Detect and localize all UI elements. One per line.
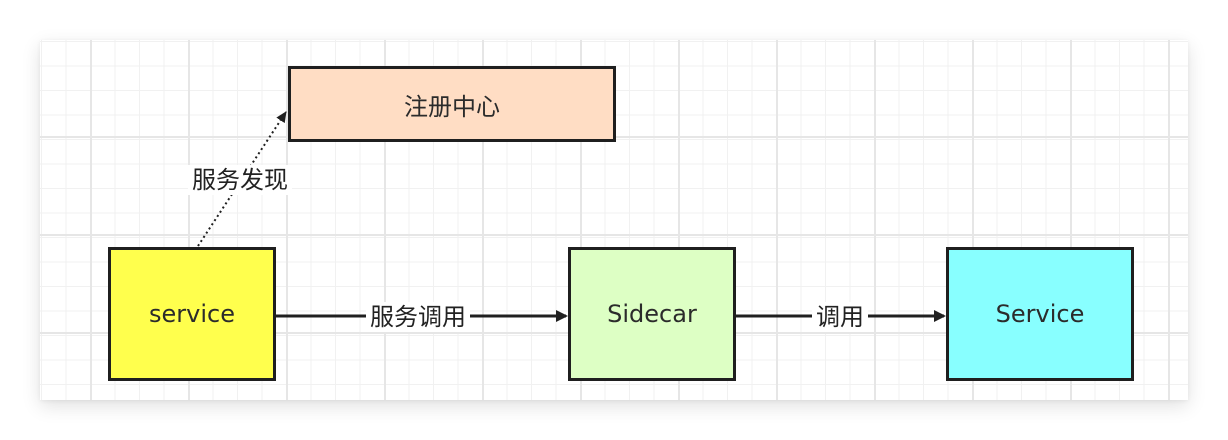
registry-node-label: 注册中心 (404, 92, 500, 121)
edge-call-sidecar-label: 服务调用 (366, 302, 470, 332)
edge-discovery-label: 服务发现 (188, 165, 292, 195)
sidecar-node-label: Sidecar (607, 300, 697, 328)
service-consumer-node[interactable]: service (108, 247, 276, 381)
service-provider-node-label: Service (995, 300, 1085, 328)
edge-call-service-label: 调用 (812, 302, 868, 332)
registry-node[interactable]: 注册中心 (288, 66, 616, 142)
service-consumer-node-label: service (149, 300, 235, 328)
service-provider-node[interactable]: Service (946, 247, 1134, 381)
sidecar-node[interactable]: Sidecar (568, 247, 736, 381)
